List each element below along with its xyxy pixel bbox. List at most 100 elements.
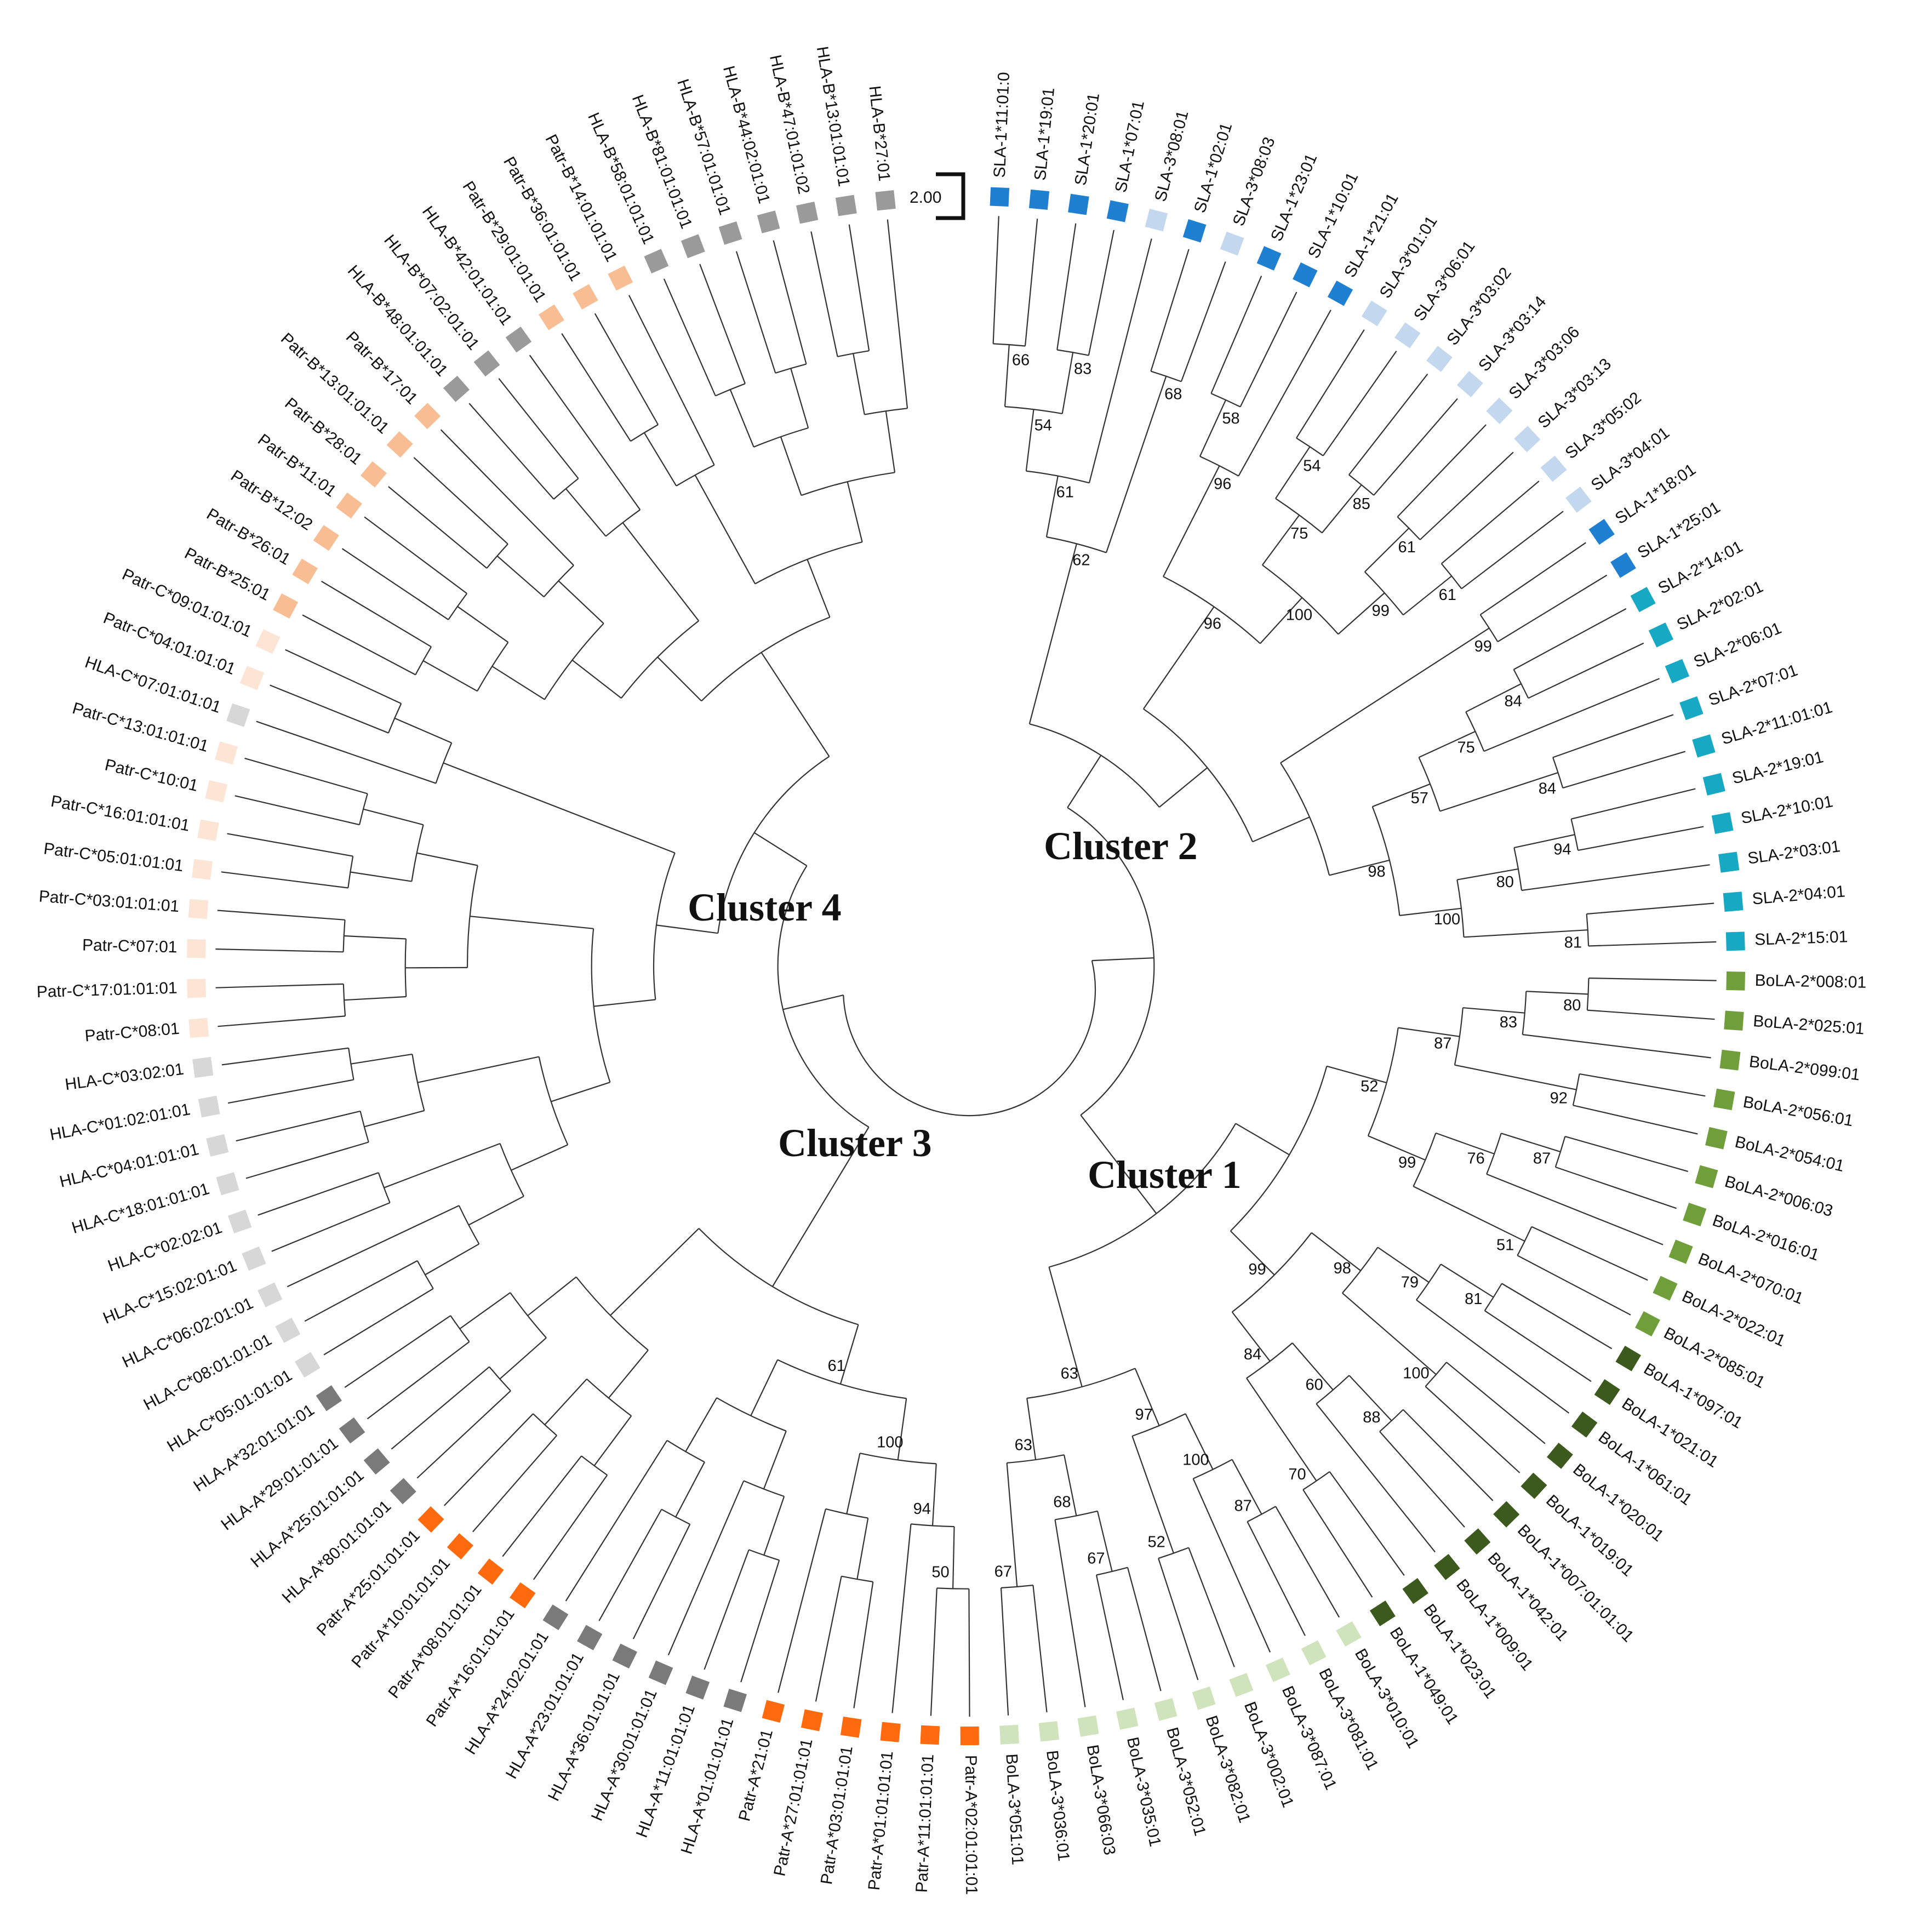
branch-segment (1048, 1267, 1083, 1387)
leaf-label: Patr-A*02:01:01:01 (962, 1755, 980, 1895)
leaf-marker (1711, 812, 1734, 834)
scale-bar: 2.00 (910, 172, 965, 220)
branch-segment (417, 1056, 539, 1083)
leaf-label: SLA-2*04:01 (1751, 882, 1845, 908)
bootstrap-value: 51 (1496, 1236, 1514, 1254)
branch-segment (1501, 1283, 1613, 1350)
branch-segment (1348, 373, 1428, 476)
leaf-label: Patr-C*05:01:01:01 (43, 839, 185, 875)
leaf-label: Patr-A*11:01:01:01 (913, 1754, 938, 1893)
leaf-label: Patr-C*16:01:01:01 (49, 792, 191, 835)
branch-segment (384, 1142, 500, 1188)
leaf-marker (1220, 231, 1244, 256)
branch-segment (1026, 1398, 1037, 1460)
leaf-marker (1702, 773, 1725, 796)
branch-segment (1150, 249, 1190, 371)
leaf-marker (1718, 851, 1740, 873)
leaf-label: BoLA-3*036:01 (1043, 1750, 1073, 1862)
leaf-label: BoLA-3*002:01 (1241, 1699, 1297, 1810)
branch-segment (1571, 788, 1696, 820)
branch-arc (1247, 1506, 1276, 1523)
branch-segment (1342, 1293, 1437, 1375)
branch-segment (1419, 451, 1514, 540)
branch-segment (1316, 1403, 1436, 1553)
leaf-marker (1705, 1127, 1728, 1150)
branch-segment (244, 757, 368, 794)
bootstrap-value: 70 (1288, 1466, 1306, 1483)
branch-segment (1457, 868, 1519, 881)
bootstrap-value: 99 (1372, 602, 1390, 620)
branch-segment (1275, 1506, 1340, 1618)
branch-arc (1348, 474, 1374, 496)
branch-arc (1067, 807, 1155, 1116)
branch-arc (586, 1378, 632, 1416)
branch-segment (608, 1350, 649, 1399)
branch-segment (256, 721, 436, 784)
bootstrap-value: 54 (1034, 416, 1052, 434)
bootstrap-value: 99 (1398, 1154, 1416, 1171)
leaf-marker (1154, 1698, 1178, 1721)
branch-arc (489, 1366, 511, 1392)
branch-segment (1399, 907, 1462, 916)
bootstrap-value: 80 (1496, 873, 1514, 891)
bootstrap-value: 87 (1234, 1497, 1251, 1514)
branch-segment (740, 1560, 780, 1683)
branch-segment (790, 368, 809, 428)
leaf-marker (273, 593, 299, 619)
leaf-marker (723, 1688, 747, 1712)
branch-segment (887, 219, 908, 409)
leaf-marker (242, 1246, 266, 1271)
branch-segment (1372, 783, 1431, 808)
leaf-marker (447, 1533, 473, 1560)
leaf-label: BoLA-2*025:01 (1752, 1012, 1865, 1038)
tree-branches (215, 216, 1717, 1717)
bootstrap-value: 100 (1286, 607, 1312, 624)
leaf-marker (192, 859, 213, 880)
leaf-marker (1648, 622, 1674, 648)
leaf-marker (1565, 487, 1592, 513)
branch-segment (1061, 352, 1074, 414)
branch-arc (499, 1143, 524, 1197)
branch-arc (450, 1315, 470, 1342)
branch-segment (217, 910, 345, 921)
leaf-marker (612, 1643, 637, 1669)
branch-segment (1199, 399, 1227, 457)
branch-segment (1552, 714, 1674, 758)
branch-segment (1327, 1065, 1387, 1084)
leaf-marker (197, 819, 219, 842)
branch-arc (666, 1439, 705, 1463)
branch-arc (510, 1292, 547, 1339)
branch-arc (1513, 847, 1523, 891)
branch-arc (860, 1453, 936, 1465)
branch-segment (1564, 1136, 1689, 1172)
branch-arc (743, 1480, 785, 1497)
leaf-marker (336, 492, 362, 519)
cluster-3-label: Cluster 3 (778, 1121, 932, 1165)
branch-segment (236, 1110, 361, 1142)
leaf-marker (538, 304, 564, 330)
bootstrap-value: 52 (1147, 1533, 1165, 1551)
leaf-label: Patr-C*10:01 (103, 756, 199, 794)
leaf-marker (920, 1725, 940, 1745)
branch-segment (1419, 730, 1476, 758)
branch-segment (1497, 574, 1608, 643)
branch-segment (561, 333, 631, 442)
leaf-marker (216, 1172, 239, 1196)
branch-arc (748, 1549, 780, 1561)
branch-segment (1461, 511, 1564, 590)
leaf-marker (1116, 1707, 1139, 1730)
branch-arc (1441, 563, 1462, 590)
leaf-marker (275, 1317, 301, 1343)
leaf-label: SLA-1*19:01 (1031, 87, 1058, 181)
bootstrap-value: 96 (1214, 475, 1231, 493)
leaf-label: HLA-B*13:01:01:01 (813, 45, 853, 187)
branch-segment (1056, 223, 1077, 350)
branch-segment (502, 1455, 582, 1557)
leaf-label: SLA-2*10:01 (1740, 792, 1834, 827)
branch-segment (422, 660, 478, 692)
bootstrap-value: 84 (1539, 780, 1556, 798)
leaf-label: SLA-1*23:01 (1267, 151, 1321, 244)
branch-segment (839, 1324, 859, 1385)
branch-arc (1163, 576, 1261, 644)
leaf-marker (316, 1385, 342, 1411)
